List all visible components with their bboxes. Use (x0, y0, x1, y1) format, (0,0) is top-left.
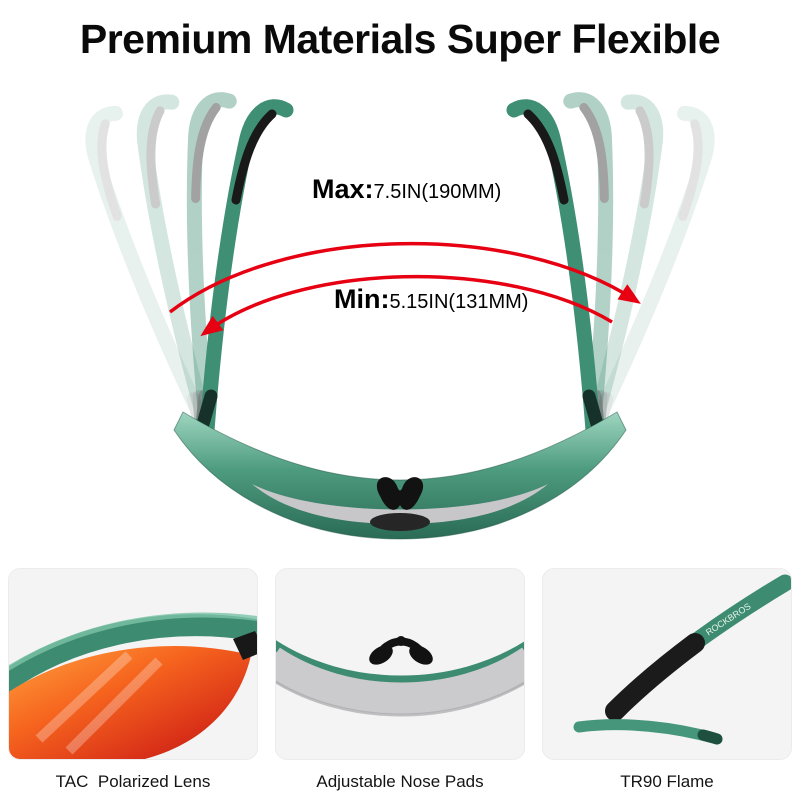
nose-pads (376, 477, 424, 510)
mirror-lens (9, 646, 251, 759)
min-measurement: Min:5.15IN(131MM) (334, 284, 528, 315)
max-value: 7.5IN(190MM) (373, 181, 502, 203)
brand-text: ROCKBROS (704, 601, 753, 637)
glasses-top-view-illustration (0, 72, 800, 540)
page-title: Premium Materials Super Flexible (79, 16, 721, 62)
temple-tip-piece (573, 719, 723, 745)
hinge-piece (233, 631, 257, 660)
max-span-arrow (168, 241, 641, 314)
nose-pads (369, 636, 433, 665)
lens-panel (8, 568, 258, 760)
lens-caption: TAC Polarized Lens (55, 772, 211, 791)
nose-bridge (370, 513, 430, 531)
frame-caption: TR90 Flame (620, 772, 714, 791)
nose-pads-panel (275, 568, 525, 760)
frame-panel: ROCKBROS (542, 568, 792, 760)
temple-tip-end (697, 729, 723, 745)
max-measurement: Max:7.5IN(190MM) (312, 174, 501, 205)
temple-arm-right (514, 107, 597, 430)
nose-pads-caption: Adjustable Nose Pads (316, 772, 484, 791)
frame-edge (9, 614, 257, 693)
flexibility-diagram: Max:7.5IN(190MM) Min:5.15IN(131MM) (0, 72, 800, 564)
feature-panels: TAC Polarized Lens Adjustable Nose Pads (0, 568, 800, 792)
min-span-arrow (200, 274, 613, 337)
lens-band-shadow (276, 680, 524, 717)
lens-top-view (252, 484, 548, 524)
feature-nose-pads: Adjustable Nose Pads (275, 568, 525, 792)
frame-front (173, 411, 627, 540)
lens-glare (35, 651, 163, 755)
max-label: Max: (312, 174, 374, 204)
feature-frame: ROCKBROS TR90 Flame (542, 568, 792, 792)
frame-highlight (9, 612, 257, 671)
nose-pads-closeup-photo (276, 636, 524, 717)
lens-band (276, 647, 524, 715)
frame-edge (276, 640, 524, 686)
min-value: 5.15IN(131MM) (389, 291, 529, 313)
feature-lens: TAC Polarized Lens (8, 568, 258, 792)
min-label: Min: (334, 284, 390, 314)
temple-arm-closeup-photo: ROCKBROS (573, 574, 791, 745)
temple-arm-left (203, 107, 286, 430)
lens-closeup-photo (9, 612, 257, 759)
rubber-sleeve (605, 633, 705, 721)
